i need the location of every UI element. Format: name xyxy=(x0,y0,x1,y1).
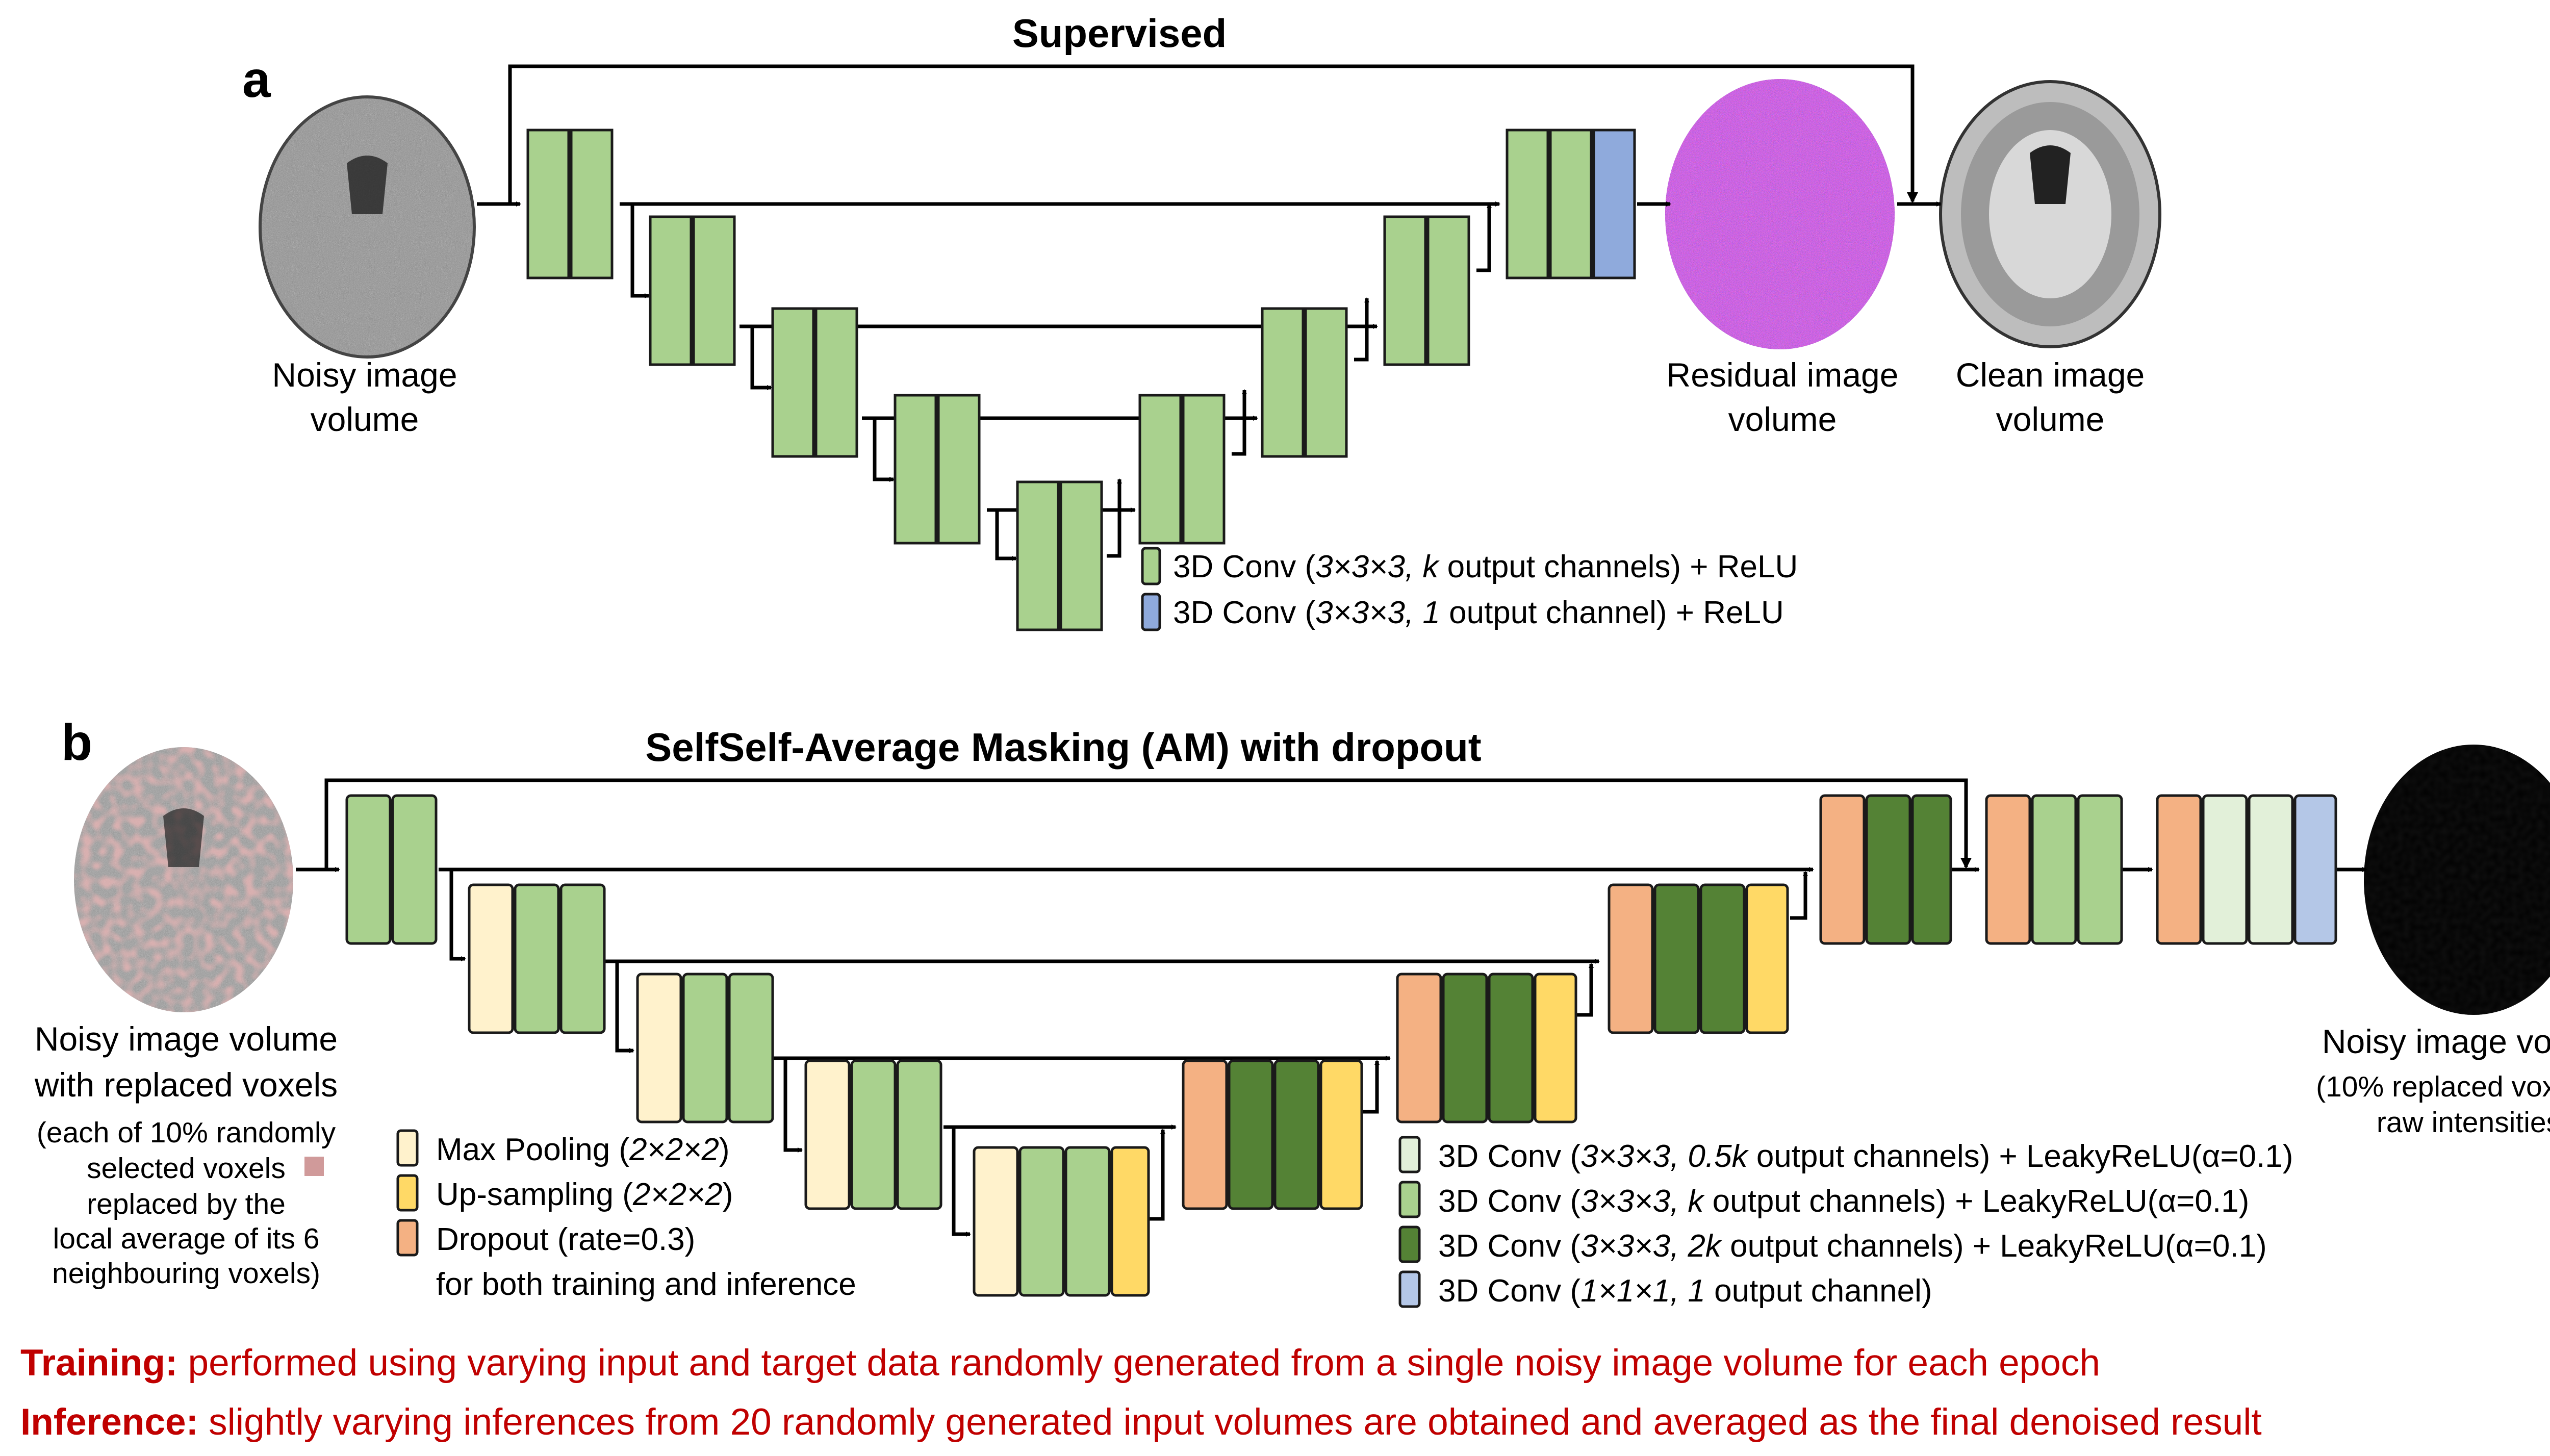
legend-swatch-conv-half-k xyxy=(1398,1136,1421,1173)
legend-b-maxpool: Max Pooling (2×2×2) xyxy=(436,1132,730,1167)
legend-a-item-2: 3D Conv (3×3×3, 1 output channel) + ReLU xyxy=(1173,595,1784,630)
panel-b-legend-left: Max Pooling (2×2×2) Up-sampling (2×2×2) … xyxy=(396,1129,856,1302)
legend-swatch-conv-1x1 xyxy=(1398,1270,1421,1308)
b-output-note-line2: raw intensities) xyxy=(2377,1106,2550,1139)
legend-swatch-maxpool xyxy=(396,1129,419,1167)
legend-swatch-conv-k xyxy=(1141,547,1161,585)
b-input-note-line3: replaced by the xyxy=(87,1188,286,1220)
noisy-brain-image xyxy=(259,95,476,359)
legend-b-dropout-note: for both training and inference xyxy=(436,1267,856,1302)
residual-caption-line2: volume xyxy=(1728,400,1837,438)
b-input-note-line1: (each of 10% randomly xyxy=(37,1116,336,1149)
output-caption-line1: Clean image xyxy=(1956,356,2145,394)
legend-b-upsample: Up-sampling (2×2×2) xyxy=(436,1177,733,1212)
legend-b-dropout: Dropout (rate=0.3) xyxy=(436,1222,695,1257)
replaced-voxel-swatch xyxy=(304,1157,324,1176)
output-caption-line2: volume xyxy=(1996,400,2105,438)
legend-b-conv-half-k: 3D Conv (3×3×3, 0.5k output channels) + … xyxy=(1438,1139,2293,1174)
b-output-note-line1: (10% replaced voxels w/ xyxy=(2316,1070,2550,1103)
b-input-note-line4: local average of its 6 xyxy=(53,1222,320,1255)
legend-b-conv-k: 3D Conv (3×3×3, k output channels) + Lea… xyxy=(1438,1184,2249,1219)
masked-noisy-brain-image xyxy=(74,747,293,1012)
residual-caption-line1: Residual image xyxy=(1667,356,1899,394)
input-caption-line2: volume xyxy=(311,400,419,438)
legend-swatch-upsample xyxy=(396,1174,419,1212)
clean-brain-image xyxy=(1939,80,2161,348)
legend-swatch-conv-1 xyxy=(1141,593,1161,631)
legend-b-conv-1x1: 3D Conv (1×1×1, 1 output channel) xyxy=(1438,1273,1932,1309)
panel-a-legend: 3D Conv (3×3×3, k output channels) + ReL… xyxy=(1141,547,1798,631)
replaced-voxel-brain-image xyxy=(2364,745,2550,1015)
b-input-note-line2: selected voxels xyxy=(87,1152,286,1185)
legend-swatch-conv-k-b xyxy=(1398,1181,1421,1218)
panel-a-blocks xyxy=(526,129,1636,631)
panel-b-connections xyxy=(296,778,2367,1237)
panel-a-letter: a xyxy=(242,51,271,108)
inference-note: Inference: slightly varying inferences f… xyxy=(20,1401,2262,1443)
residual-brain-image xyxy=(1665,79,1895,349)
legend-a-item-1: 3D Conv (3×3×3, k output channels) + ReL… xyxy=(1173,549,1798,584)
b-input-caption-line2: with replaced voxels xyxy=(34,1066,338,1104)
b-input-caption-line1: Noisy image volume xyxy=(35,1020,338,1058)
legend-b-conv-2k: 3D Conv (3×3×3, 2k output channels) + Le… xyxy=(1438,1229,2267,1264)
legend-swatch-conv-2k xyxy=(1398,1225,1421,1263)
b-input-note-line5: neighbouring voxels) xyxy=(52,1257,320,1290)
training-note: Training: performed using varying input … xyxy=(20,1342,2100,1384)
legend-swatch-dropout xyxy=(396,1219,419,1257)
input-caption-line1: Noisy image xyxy=(272,356,457,394)
b-output-caption: Noisy image volume xyxy=(2322,1023,2550,1060)
panel-b-letter: b xyxy=(61,714,92,771)
panel-b-legend-right: 3D Conv (3×3×3, 0.5k output channels) + … xyxy=(1398,1136,2293,1309)
panel-b-title: SelfSelf-Average Masking (AM) with dropo… xyxy=(645,725,1482,770)
panel-b-blocks xyxy=(345,794,2337,1297)
panel-a-title: Supervised xyxy=(1012,11,1227,56)
